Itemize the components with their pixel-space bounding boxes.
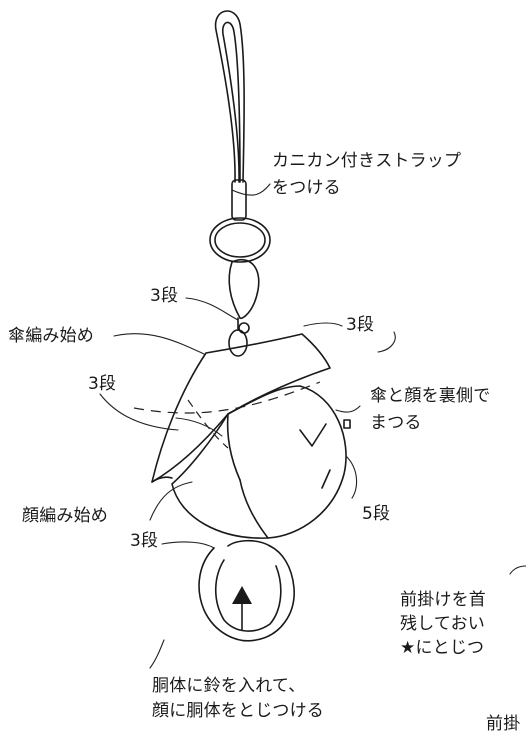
- strap-label-line2: をつける: [272, 178, 341, 198]
- body-label-line2: 顔に胴体をとじつける: [152, 701, 324, 721]
- strap-loop: [214, 10, 245, 183]
- apron-label-line1: 前掛けを首: [400, 590, 486, 610]
- top-ring: [228, 329, 248, 357]
- sew-label-line2: まつる: [370, 413, 422, 433]
- rows-label-five: 5段: [362, 504, 391, 524]
- rows-label-right: 3段: [346, 315, 375, 335]
- rows-label-top: 3段: [150, 286, 179, 306]
- apron-label-line3: ★にとじつ: [400, 638, 485, 658]
- leader-lines: [99, 183, 526, 669]
- strap-label-line1: カニカン付きストラップ: [272, 151, 462, 171]
- body-bell: [198, 539, 295, 642]
- sew-label-line1: 傘と顔を裏側で: [370, 386, 491, 406]
- strap-connector: [231, 179, 247, 221]
- face-start-label: 顔編み始め: [22, 506, 108, 526]
- bell-slot-icon: [232, 586, 252, 604]
- cut-off-label: 前掛: [486, 714, 521, 734]
- rows-label-left: 3段: [88, 374, 117, 394]
- split-ring: [209, 217, 271, 263]
- body-label-line1: 胴体に鈴を入れて、: [152, 676, 306, 696]
- lobster-clasp: [228, 259, 260, 334]
- umbrella-start-label: 傘編み始め: [8, 326, 94, 346]
- apron-label-line2: 残しておい: [400, 614, 485, 634]
- face-sphere: [171, 385, 351, 539]
- rows-label-bottom: 3段: [130, 531, 159, 551]
